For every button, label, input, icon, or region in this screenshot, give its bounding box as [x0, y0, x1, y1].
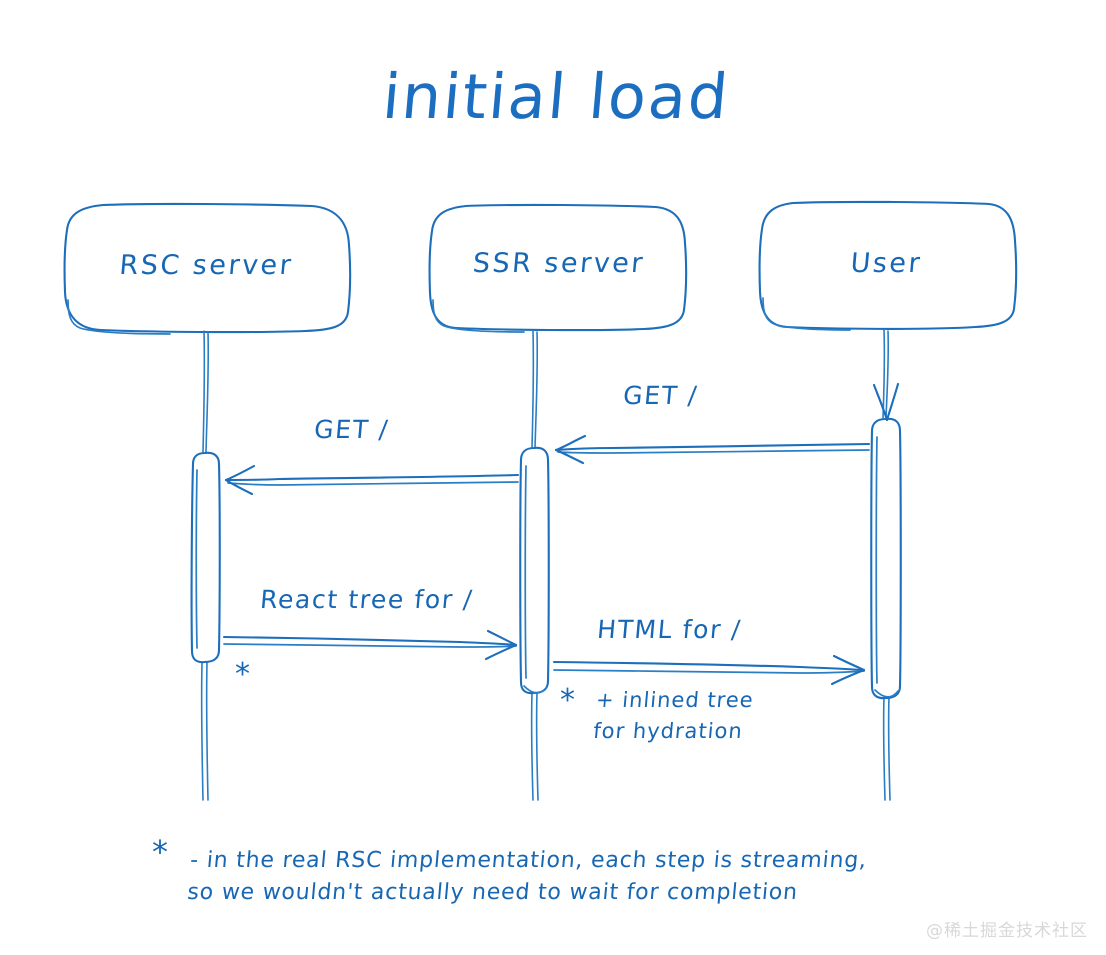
- participant-label-user: User: [849, 248, 924, 279]
- footnote-marker-rsc: *: [235, 657, 251, 692]
- message-arrow-react-tree: [222, 629, 518, 661]
- message-label-get-ssr-rsc: GET /: [313, 415, 391, 444]
- watermark: @稀土掘金技术社区: [926, 921, 1088, 941]
- footnote-marker-ssr: *: [560, 683, 576, 718]
- footnote-marker-bottom: *: [152, 833, 169, 871]
- footnote-text: - in the real RSC implementation, each s…: [186, 848, 868, 905]
- participant-box-rsc: [63, 202, 352, 335]
- lifeline-rsc: [200, 330, 210, 801]
- message-arrow-html: [552, 654, 866, 686]
- message-arrow-get-user-ssr: [554, 434, 871, 465]
- message-label-get-user-ssr: GET /: [622, 381, 700, 410]
- message-arrow-get-ssr-rsc: [224, 464, 520, 496]
- annotation-inlined-tree: + inlined tree for hydration: [592, 688, 755, 743]
- activation-bar-rsc: [190, 451, 221, 664]
- lifeline-ssr: [530, 330, 539, 801]
- participant-label-ssr: SSR server: [471, 248, 647, 279]
- participant-label-rsc: RSC server: [118, 250, 295, 281]
- message-label-html: HTML for /: [596, 615, 743, 644]
- activation-bar-user: [870, 417, 902, 700]
- activation-bar-ssr: [519, 446, 550, 695]
- lifeline-user: [872, 329, 900, 801]
- page-title: initial load: [379, 60, 733, 133]
- participant-box-user: [758, 200, 1018, 331]
- participant-box-ssr: [428, 203, 688, 333]
- message-label-react-tree: React tree for /: [259, 585, 475, 614]
